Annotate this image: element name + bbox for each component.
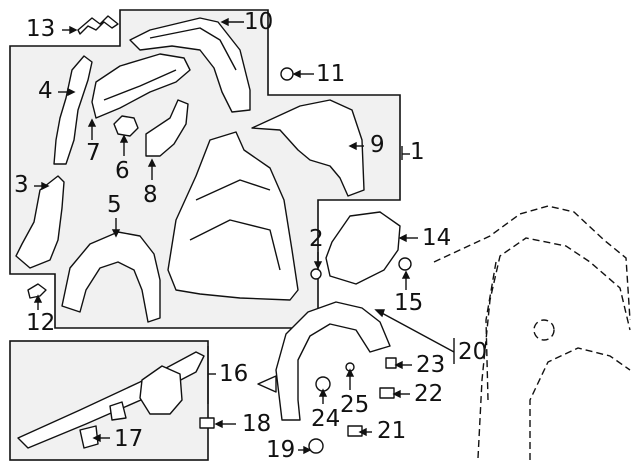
vehicle-outline [433, 205, 631, 460]
callout-14: 14 [422, 225, 452, 251]
part-18-bolt [199, 417, 215, 429]
leader-lines [33, 17, 455, 455]
part-11-fastener [280, 67, 294, 81]
callout-6: 6 [115, 158, 130, 184]
callout-21: 21 [377, 418, 407, 444]
part-8-bracket [145, 99, 189, 157]
part-6-clip [113, 115, 139, 137]
callout-4: 4 [38, 78, 53, 104]
part-9-panel [251, 99, 365, 197]
part-1-quarter-inner [167, 131, 299, 301]
callout-15: 15 [394, 290, 424, 316]
callout-1: 1 [410, 139, 425, 165]
part-19-grommet [308, 438, 324, 454]
part-21-bolt [347, 425, 363, 437]
callout-19: 19 [266, 437, 296, 463]
callout-7: 7 [86, 140, 101, 166]
callout-8: 8 [143, 182, 158, 208]
part-15-nut [398, 257, 412, 271]
callout-16: 16 [219, 361, 249, 387]
part-23-clip [385, 357, 397, 369]
part-22-bolt [379, 387, 395, 399]
callout-23: 23 [416, 352, 446, 378]
part-3-pillar [15, 175, 65, 269]
callout-3: 3 [14, 172, 29, 198]
part-5-wheelhouse [61, 231, 161, 323]
callout-20: 20 [458, 339, 488, 365]
callout-10: 10 [244, 9, 274, 35]
callout-9: 9 [370, 132, 385, 158]
callout-2: 2 [309, 226, 324, 252]
callout-11: 11 [316, 61, 346, 87]
callout-13: 13 [26, 16, 56, 42]
callout-5: 5 [107, 192, 122, 218]
callout-12: 12 [26, 310, 56, 336]
part-12-clip [27, 283, 47, 299]
callout-18: 18 [242, 411, 272, 437]
callout-24: 24 [311, 406, 341, 432]
part-4-pillar [53, 55, 93, 165]
callout-17: 17 [114, 426, 144, 452]
part-13-bracket [77, 15, 119, 35]
callout-25: 25 [340, 392, 370, 418]
callout-22: 22 [414, 381, 444, 407]
part-2-fastener [310, 268, 322, 280]
part-17-bracket [79, 425, 99, 449]
part-10-arch [129, 17, 251, 113]
part-14-panel [325, 211, 401, 285]
part-20-liner [275, 301, 391, 421]
